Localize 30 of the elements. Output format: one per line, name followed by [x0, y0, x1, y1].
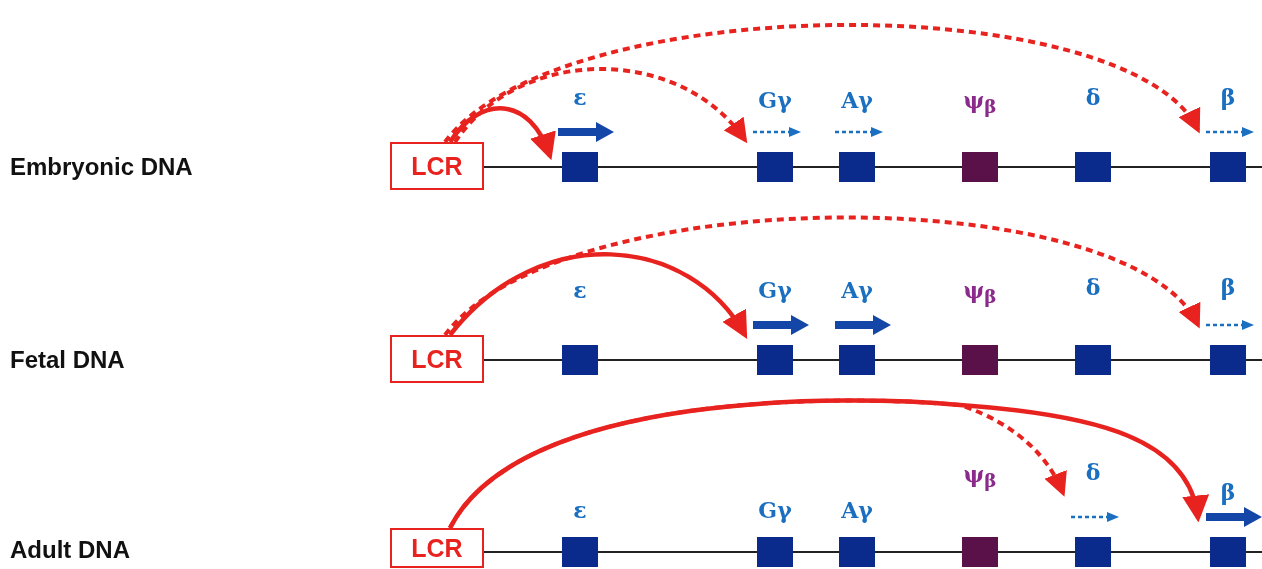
lcr-box: LCR	[390, 142, 484, 190]
row-label: Fetal DNA	[10, 346, 125, 374]
arrow	[448, 252, 748, 339]
dashed-arrow	[453, 67, 748, 144]
dashed-arrow	[443, 215, 1201, 337]
gene-label: Gγ	[757, 278, 793, 302]
gene-label: Aγ	[840, 88, 874, 112]
arrow	[448, 398, 1207, 530]
arrow	[448, 106, 555, 161]
gene-label: ε	[572, 278, 588, 302]
gene-label: ψ$_{β}$	[962, 278, 998, 310]
gene-label: δ	[1084, 85, 1102, 109]
gene-label: β	[1219, 85, 1237, 109]
gene-label: δ	[1084, 460, 1102, 484]
gene-label: Aγ	[840, 498, 874, 522]
row-label: Embryonic DNA	[10, 153, 193, 181]
lcr-box: LCR	[390, 528, 484, 568]
gene-label: Gγ	[757, 498, 793, 522]
gene-label: ε	[572, 498, 588, 522]
row-label: Adult DNA	[10, 536, 130, 564]
gene-label: Aγ	[840, 278, 874, 302]
gene-label: ψ$_{β}$	[962, 462, 998, 494]
dashed-arrow	[443, 23, 1201, 144]
lcr-box: LCR	[390, 335, 484, 383]
gene-label: β	[1219, 480, 1237, 504]
gene-label: δ	[1084, 275, 1102, 299]
gene-label: ε	[572, 85, 588, 109]
gene-label: ψ$_{β}$	[962, 88, 998, 120]
gene-label: Gγ	[757, 88, 793, 112]
gene-label: β	[1219, 275, 1237, 299]
